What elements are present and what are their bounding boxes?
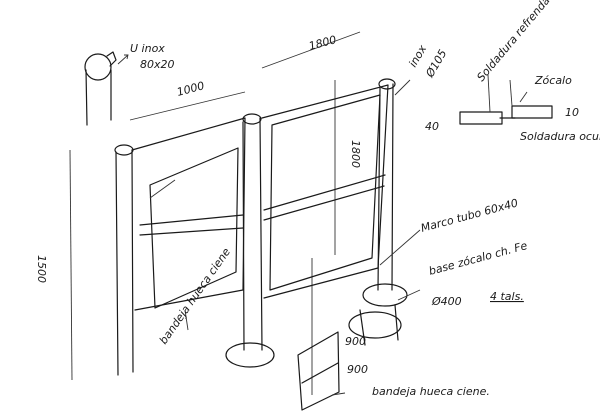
label-bandeja-left: bandeja hueca ciene bbox=[157, 245, 233, 346]
leader-lines bbox=[184, 79, 421, 396]
dim-1800-height: 1800 bbox=[349, 140, 362, 168]
tray-panel bbox=[297, 331, 340, 411]
dim-1500: 1500 bbox=[35, 255, 48, 283]
label-u-size: 80x20 bbox=[140, 58, 175, 71]
dim-40: 40 bbox=[425, 120, 439, 133]
label-base-diameter: Ø400 bbox=[431, 295, 462, 308]
post-left bbox=[114, 144, 134, 376]
label-tals: 4 tals. bbox=[490, 290, 524, 303]
u-profile-detail bbox=[84, 51, 129, 126]
dim-1000: 1000 bbox=[175, 79, 205, 99]
label-zocalo: Zócalo bbox=[534, 74, 572, 87]
label-soldadura-oculta: Soldadura oculta. bbox=[520, 130, 600, 143]
zocalo-section-detail bbox=[459, 74, 553, 125]
panel-right bbox=[261, 84, 389, 299]
dim-900-b: 900 bbox=[347, 363, 368, 376]
label-inox: inox bbox=[406, 42, 429, 69]
panel-left bbox=[131, 117, 246, 311]
post-middle bbox=[225, 113, 275, 368]
dim-900-a: 900 bbox=[345, 335, 366, 348]
label-u-inox: U inox bbox=[130, 42, 165, 55]
dim-10: 10 bbox=[565, 106, 579, 119]
dimension-lines bbox=[69, 31, 361, 395]
dim-1800-width: 1800 bbox=[307, 33, 337, 53]
label-soldadura-refrendada: Soldadura refrendada bbox=[474, 0, 561, 84]
post-right bbox=[348, 78, 408, 346]
label-marco: Marco tubo 60x40 bbox=[419, 196, 519, 234]
label-bandeja-right: bandeja hueca ciene. bbox=[372, 385, 490, 398]
label-base: base zócalo ch. Fe bbox=[427, 239, 529, 278]
